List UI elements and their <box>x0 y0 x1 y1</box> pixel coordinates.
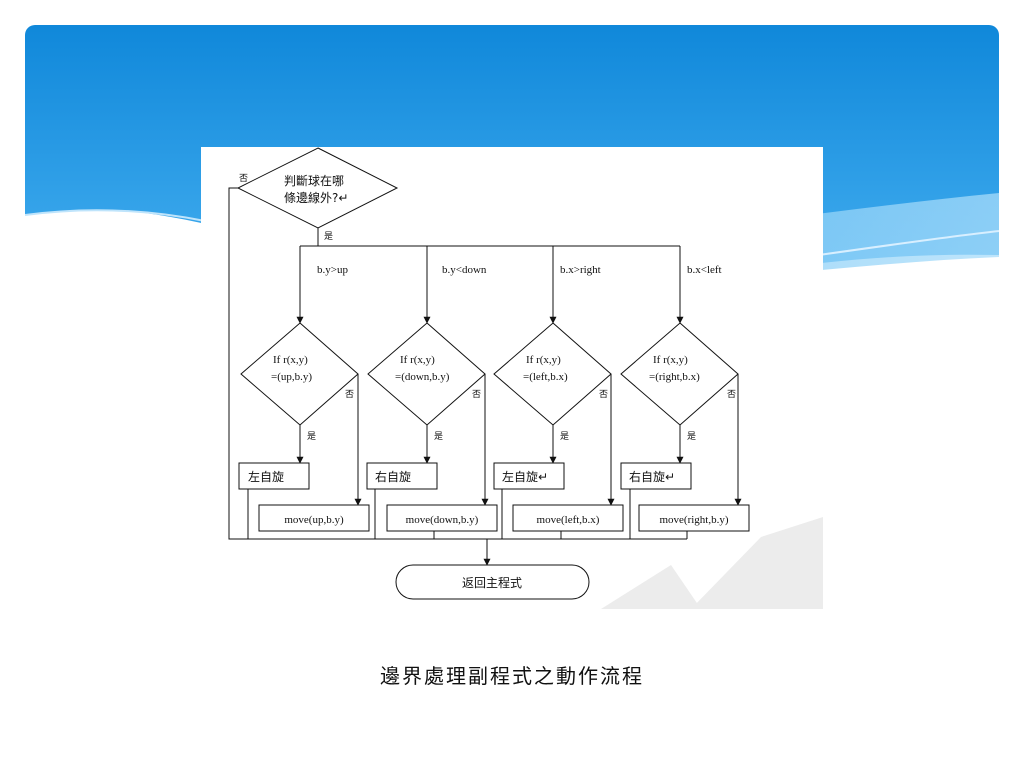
branch-yes-label: 是 <box>307 431 316 442</box>
test-text-line2: =(left,b.x) <box>523 371 568 383</box>
branch-no-label: 否 <box>472 389 481 400</box>
move-label: move(left,b.x) <box>537 514 600 526</box>
move-label: move(up,b.y) <box>284 514 344 526</box>
test-text-line1: If r(x,y) <box>273 354 308 366</box>
test-text-line1: If r(x,y) <box>653 354 688 366</box>
rotate-box <box>366 462 438 490</box>
rotate-label: 左自旋↵ <box>502 469 548 484</box>
rotate-label: 左自旋 <box>248 469 284 484</box>
decision-no-label: 否 <box>239 173 248 184</box>
move-box <box>638 504 750 532</box>
rotate-label: 右自旋↵ <box>629 469 675 484</box>
move-box <box>386 504 498 532</box>
decision-text-line2: 條邊線外?↵ <box>284 190 348 205</box>
move-box <box>512 504 624 532</box>
branch-yes-label: 是 <box>687 431 696 442</box>
decision-diamond <box>236 147 399 229</box>
rotate-box <box>493 462 565 490</box>
terminal-label: 返回主程式 <box>462 575 522 590</box>
branch-yes-label: 是 <box>434 431 443 442</box>
test-text-line2: =(up,b.y) <box>271 371 312 383</box>
test-text-line2: =(down,b.y) <box>395 371 450 383</box>
slide-caption: 邊界處理副程式之動作流程 <box>380 664 644 688</box>
move-box <box>258 504 370 532</box>
condition-label: b.x>right <box>560 264 601 276</box>
condition-label: b.y>up <box>317 264 348 276</box>
terminal-box <box>395 564 590 600</box>
move-label: move(right,b.y) <box>659 514 728 526</box>
rotate-box <box>620 462 692 490</box>
test-text-line2: =(right,b.x) <box>649 371 700 383</box>
move-label: move(down,b.y) <box>406 514 479 526</box>
flowchart: 否 判斷球在哪 條邊線外?↵ 是 b.y>up b.y<down b.x>rig… <box>201 147 823 622</box>
condition-label: b.x<left <box>687 264 722 276</box>
test-text-line1: If r(x,y) <box>526 354 561 366</box>
decision-yes-label: 是 <box>324 231 333 242</box>
watermark-shape <box>691 517 823 609</box>
branch-no-label: 否 <box>727 389 736 400</box>
branch-no-label: 否 <box>599 389 608 400</box>
branch-yes-label: 是 <box>560 431 569 442</box>
rotate-label: 右自旋 <box>375 469 411 484</box>
watermark-shape <box>601 565 701 609</box>
decision-text-line1: 判斷球在哪 <box>284 174 344 188</box>
condition-label: b.y<down <box>442 264 487 276</box>
branch-no-label: 否 <box>345 389 354 400</box>
rotate-box <box>238 462 310 490</box>
test-text-line1: If r(x,y) <box>400 354 435 366</box>
